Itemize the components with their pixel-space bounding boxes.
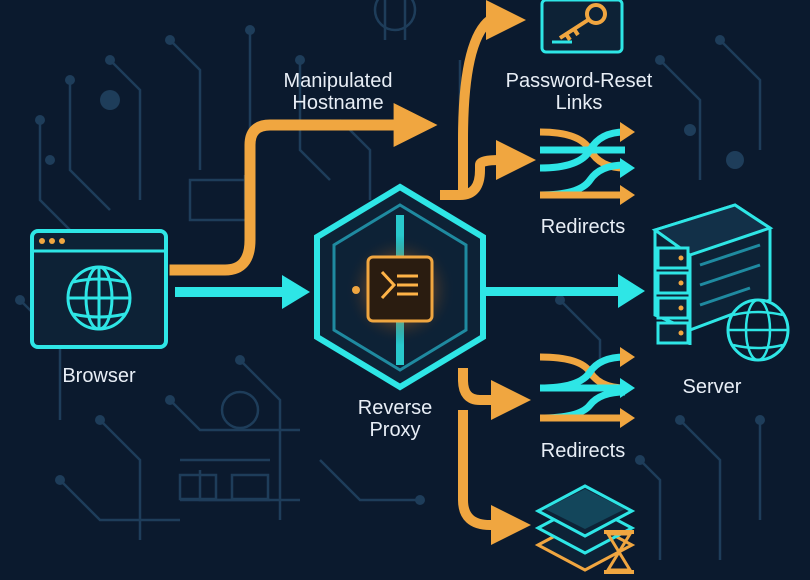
shuffle-arrows-icon-top	[539, 122, 635, 205]
redirects-top-branch-arrow	[440, 140, 536, 200]
browser-label: Browser	[62, 365, 136, 387]
redirects-bottom-label: Redirects	[540, 440, 626, 462]
shuffle-arrows-icon-bottom	[539, 347, 635, 428]
proxy-to-server-arrow	[435, 274, 645, 308]
browser-to-proxy-arrow	[175, 275, 310, 309]
server-rack-globe-icon	[651, 203, 790, 362]
cache-branch-arrow	[458, 410, 531, 545]
server-label: Server	[682, 376, 742, 398]
reverse-proxy-label: Reverse Proxy	[340, 397, 450, 441]
reverse-proxy-line1: Reverse	[357, 397, 433, 419]
password-reset-line1: Password-Reset	[505, 70, 653, 92]
password-reset-branch-arrow	[458, 0, 526, 195]
manipulated-hostname-line1: Manipulated	[283, 70, 393, 92]
reverse-proxy-line2: Proxy	[369, 419, 421, 441]
key-document-icon	[540, 0, 624, 54]
redirects-bottom-branch-arrow	[458, 368, 531, 420]
browser-window-globe-icon	[30, 229, 168, 349]
password-reset-label: Password-Reset Links	[494, 70, 664, 114]
manipulated-hostname-label: Manipulated Hostname	[268, 70, 408, 114]
manipulated-hostname-arrow	[169, 103, 438, 276]
manipulated-hostname-line2: Hostname	[292, 92, 384, 114]
password-reset-line2: Links	[555, 92, 603, 114]
circuit-pads	[15, 25, 765, 505]
redirects-top-label: Redirects	[540, 216, 626, 238]
cache-layers-hourglass-icon	[534, 484, 636, 574]
hexagon-chip-icon	[314, 183, 486, 391]
